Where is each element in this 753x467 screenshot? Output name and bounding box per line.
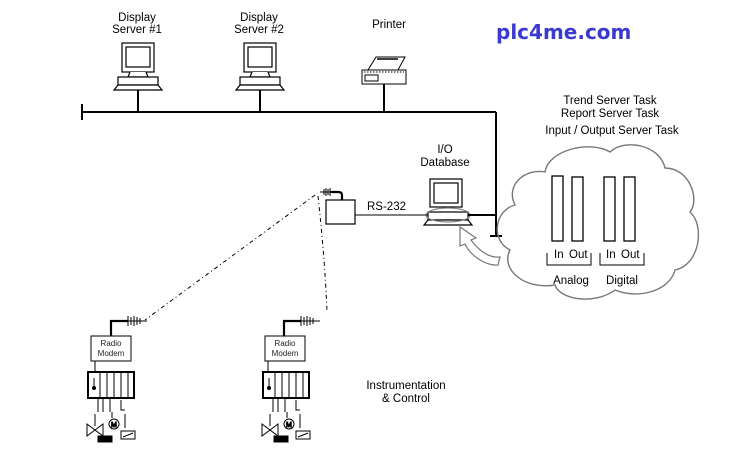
- digital-out-channel: [623, 176, 636, 242]
- display-server-1-label-line1: Display: [118, 12, 156, 24]
- valve-icon: [261, 423, 279, 437]
- io-database: I/O Database: [420, 144, 496, 226]
- analog-group-label: Analog: [553, 275, 589, 287]
- radio-modem-2: [264, 335, 306, 362]
- io-server-cloud: [496, 144, 700, 300]
- analog-in-channel: [551, 175, 564, 242]
- radio-link-2: [317, 195, 328, 313]
- analog-out-label: Out: [569, 249, 588, 261]
- server-tasks: Trend Server Task Report Server Task Inp…: [545, 95, 679, 137]
- digital-out-label: Out: [621, 249, 640, 261]
- radio-modem-2-label-line1: Radio: [275, 339, 296, 348]
- radio-modem-1-label-line1: Radio: [101, 339, 122, 348]
- field-devices-1: M: [86, 398, 136, 443]
- display-server-2: Display Server #2: [234, 12, 286, 112]
- valve-icon: [86, 423, 104, 437]
- antenna-icon: [320, 188, 332, 196]
- computer-icon: [112, 42, 164, 112]
- field-devices-2: M: [261, 398, 311, 443]
- remote-station-2: Radio Modem M: [261, 316, 320, 443]
- radio-links: [144, 194, 328, 321]
- radio-link-1: [144, 194, 316, 321]
- remote-station-1: Radio Modem M: [86, 316, 147, 443]
- server-task-trend: Trend Server Task: [563, 95, 657, 107]
- printer-label: Printer: [372, 19, 406, 31]
- instrumentation-label-line2: & Control: [382, 393, 430, 405]
- heater-icon: [273, 435, 289, 443]
- io-channels: [546, 175, 645, 266]
- display-server-2-label-line2: Server #2: [234, 24, 284, 36]
- digital-in-label: In: [606, 249, 616, 261]
- display-server-1: Display Server #1: [112, 12, 164, 112]
- radio-modem-1: [90, 335, 132, 362]
- display-server-1-label-line2: Server #1: [112, 24, 162, 36]
- printer: Printer: [361, 19, 407, 112]
- radio-modem-1-label-line2: Modem: [98, 349, 125, 358]
- heater-icon: [97, 435, 113, 443]
- motor-icon: [108, 418, 120, 430]
- radio-modem-2-label-line2: Modem: [272, 349, 299, 358]
- svg-text:M: M: [111, 422, 117, 429]
- computer-icon: [422, 178, 474, 226]
- digital-in-channel: [603, 176, 616, 242]
- arrow-icon: [459, 225, 501, 266]
- printer-icon: [361, 56, 407, 112]
- master-radio: [320, 188, 356, 225]
- io-database-label-line1: I/O: [437, 144, 452, 156]
- analog-out-channel: [571, 176, 584, 242]
- plc-rack-1: [87, 371, 135, 399]
- server-task-io: Input / Output Server Task: [545, 125, 679, 137]
- computer-icon: [234, 42, 286, 112]
- rs232-label: RS-232: [367, 201, 406, 213]
- plc-rack-2: [262, 371, 310, 399]
- svg-text:M: M: [286, 422, 292, 429]
- motor-icon: [283, 418, 295, 430]
- display-server-2-label-line1: Display: [240, 12, 278, 24]
- io-database-label-line2: Database: [420, 157, 469, 169]
- analog-in-label: In: [554, 249, 564, 261]
- server-task-report: Report Server Task: [561, 108, 659, 120]
- brand-logo-text: plc4me.com: [496, 20, 631, 44]
- instrumentation-label-line1: Instrumentation: [366, 380, 445, 392]
- digital-group-label: Digital: [606, 275, 638, 287]
